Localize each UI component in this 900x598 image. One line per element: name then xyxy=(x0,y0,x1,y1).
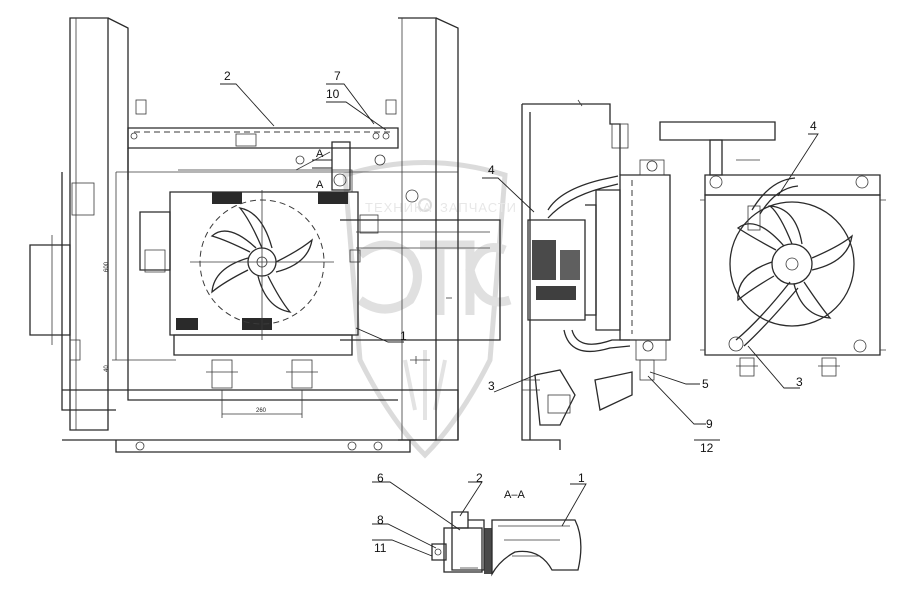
watermark-text-left: ТЕХНИКА xyxy=(365,200,432,215)
watermark-logo: ТЕХНИКА ЗАПЧАСТИ xyxy=(342,160,517,459)
leader-lines xyxy=(220,83,819,557)
section-mark-bottom-label: A xyxy=(316,179,324,191)
callout-6: 6 xyxy=(377,471,384,485)
dim-260: 260 xyxy=(256,408,267,414)
callout-4-center: 4 xyxy=(488,163,495,177)
side-view xyxy=(521,99,671,450)
rear-view xyxy=(659,121,886,377)
callout-1-left: 1 xyxy=(400,329,407,343)
callout-4-right: 4 xyxy=(810,119,817,133)
callout-labels: 2 7 10 1 4 3 5 9 12 4 3 2 6 8 11 1 xyxy=(224,69,817,555)
callout-7: 7 xyxy=(334,69,341,83)
callout-12: 12 xyxy=(700,441,714,455)
rear-fan-icon xyxy=(729,201,855,327)
section-aa-label: А–А xyxy=(504,489,525,501)
front-view: 260 600 40 xyxy=(29,17,501,453)
dim-40: 40 xyxy=(104,365,110,372)
callout-3-right: 3 xyxy=(796,375,803,389)
engine-block xyxy=(527,219,586,321)
callout-11: 11 xyxy=(374,541,387,555)
section-mark-top: A A xyxy=(312,148,332,191)
callout-8: 8 xyxy=(377,513,384,527)
callout-1-bottom: 1 xyxy=(578,471,585,485)
callout-2-bottom: 2 xyxy=(476,471,483,485)
dim-600: 600 xyxy=(104,261,110,272)
callout-9: 9 xyxy=(706,417,713,431)
callout-2-top: 2 xyxy=(224,69,231,83)
watermark-text-right: ЗАПЧАСТИ xyxy=(440,200,517,215)
callout-10: 10 xyxy=(326,87,340,101)
callout-5: 5 xyxy=(702,377,709,391)
section-aa-detail: А–А xyxy=(431,489,582,577)
watermark-gear-icon xyxy=(418,198,432,212)
section-mark-top-label: A xyxy=(316,148,324,160)
callout-3-center: 3 xyxy=(488,379,495,393)
